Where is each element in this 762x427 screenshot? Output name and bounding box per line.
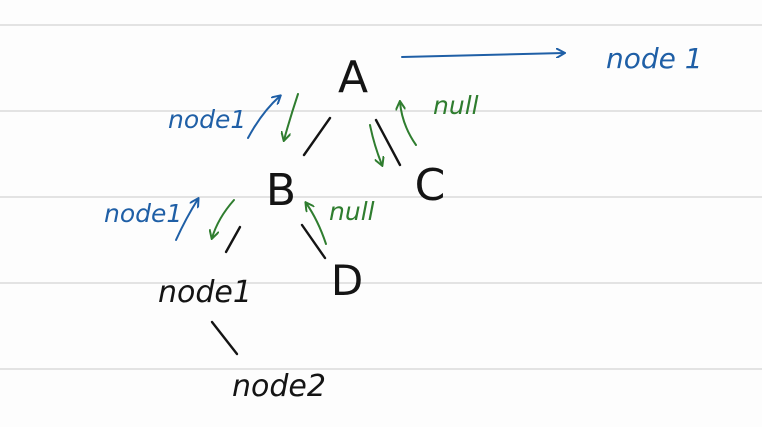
- edge-b-d: [300, 223, 327, 260]
- tree-nodes: A B C D node1 node2: [158, 52, 445, 404]
- result-arrow: [401, 53, 564, 57]
- node-b: B: [266, 165, 296, 216]
- annotations: node 1 node1 node1 null null: [104, 42, 703, 228]
- return-label-b: node1: [104, 199, 182, 228]
- node-node1: node1: [158, 275, 252, 310]
- null-label-d: null: [329, 197, 375, 226]
- edge-b-node1: [224, 225, 242, 254]
- return-arrow-d-null: [306, 203, 327, 245]
- return-label-a: node1: [168, 105, 246, 134]
- null-label-c: null: [433, 91, 479, 120]
- node-d: D: [331, 256, 363, 305]
- node-c: C: [415, 160, 446, 211]
- result-label: node 1: [606, 42, 703, 75]
- ruled-lines: [0, 24, 762, 370]
- call-arrow-b-node1: [212, 199, 235, 238]
- return-arrow-node1-to-b: [175, 199, 198, 241]
- node-node2: node2: [232, 369, 326, 404]
- call-arrow-a-b: [284, 93, 299, 140]
- edge-node1-node2: [210, 320, 239, 356]
- return-arrow-b-to-a: [247, 96, 280, 139]
- edge-a-c: [374, 118, 402, 167]
- return-arrows-blue: [175, 53, 564, 241]
- call-arrow-a-c: [369, 124, 382, 165]
- return-arrows-green: [306, 102, 417, 245]
- call-arrows: [212, 93, 382, 238]
- node-a: A: [338, 52, 368, 103]
- edge-a-b: [302, 116, 332, 157]
- return-arrow-c-null: [400, 102, 417, 146]
- tree-edges: [210, 116, 402, 356]
